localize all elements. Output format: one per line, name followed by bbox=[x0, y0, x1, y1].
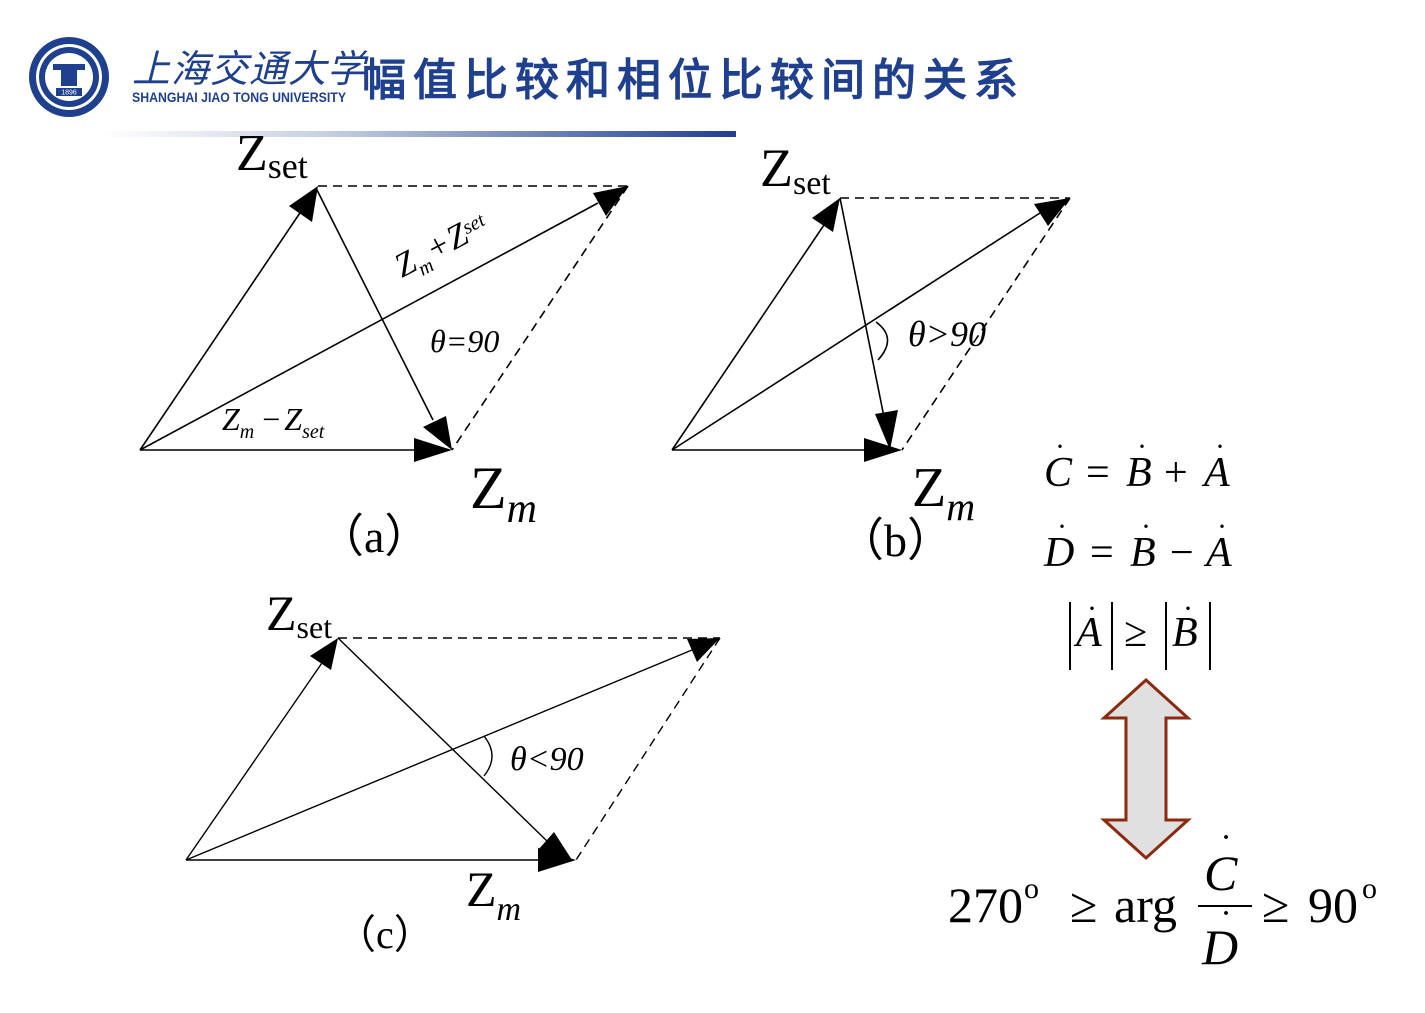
equations: C · = B · + A · D · = B · − A · A · ≥ bbox=[1043, 430, 1232, 670]
svg-text:·: · bbox=[1220, 819, 1231, 856]
svg-text:+: + bbox=[1164, 450, 1188, 496]
caption-a: （a） bbox=[318, 511, 430, 562]
svg-text:90: 90 bbox=[1308, 877, 1358, 933]
equation-d-diff: D · = B · − A · bbox=[1043, 510, 1232, 576]
svg-text:D: D bbox=[1201, 919, 1238, 975]
theta-label-b: θ>90 bbox=[908, 314, 986, 354]
svg-text:B: B bbox=[1172, 610, 1198, 656]
arrowhead bbox=[538, 848, 576, 872]
arrowhead bbox=[289, 186, 318, 222]
svg-text:C: C bbox=[1204, 845, 1238, 901]
slide-title: 幅值比较和相位比较间的关系 bbox=[362, 55, 1025, 106]
zm-label-c: Z bbox=[466, 861, 497, 917]
equation-magnitude: A · ≥ B · bbox=[1069, 592, 1211, 670]
svg-text:arg: arg bbox=[1114, 877, 1177, 933]
phase-criterion: 270 o ≥ arg C · D · ≥ 90 o bbox=[948, 819, 1377, 975]
equation-c-sum: C · = B · + A · bbox=[1044, 430, 1230, 496]
svg-text:Zset: Zset bbox=[266, 585, 332, 645]
svg-text:·: · bbox=[1055, 430, 1065, 463]
arrowhead bbox=[414, 438, 452, 462]
diagram-a bbox=[139, 185, 629, 462]
svg-text:=: = bbox=[1090, 530, 1114, 576]
arrowhead bbox=[864, 438, 902, 462]
arrowhead bbox=[1034, 198, 1070, 226]
svg-text:Zm: Zm bbox=[912, 457, 975, 529]
svg-text:B: B bbox=[1130, 530, 1156, 576]
diagram-c bbox=[185, 637, 721, 872]
university-name-en: SHANGHAI JIAO TONG UNIVERSITY bbox=[132, 89, 347, 105]
svg-text:·: · bbox=[1137, 430, 1147, 463]
svg-text:B: B bbox=[1126, 450, 1152, 496]
zset-label-a: Z bbox=[236, 125, 268, 182]
svg-text:270: 270 bbox=[948, 877, 1023, 933]
svg-text:A: A bbox=[1201, 450, 1230, 496]
diagram-b bbox=[671, 197, 1071, 462]
sum-label-a: Zm+Zset bbox=[388, 205, 496, 289]
svg-text:=: = bbox=[1086, 450, 1110, 496]
logo-year: 1896 bbox=[61, 90, 77, 97]
svg-text:C: C bbox=[1044, 450, 1073, 496]
svg-text:·: · bbox=[1183, 592, 1193, 625]
arrowhead bbox=[310, 638, 338, 670]
zm-label-b: Z bbox=[912, 457, 946, 519]
svg-text:≥: ≥ bbox=[1262, 877, 1289, 933]
svg-text:A: A bbox=[1073, 610, 1102, 656]
arrowhead bbox=[423, 416, 452, 450]
svg-text:≥: ≥ bbox=[1124, 610, 1147, 656]
theta-label-a: θ=90 bbox=[430, 323, 499, 359]
university-logo: 1896 bbox=[29, 37, 109, 117]
zset-label-b: Z bbox=[760, 138, 793, 198]
zm-label-a: Z bbox=[470, 455, 507, 521]
svg-text:·: · bbox=[1087, 592, 1097, 625]
svg-text:Zset: Zset bbox=[760, 138, 831, 202]
arrowhead bbox=[593, 186, 628, 216]
zset-label-c: Z bbox=[266, 585, 297, 641]
svg-text:·: · bbox=[1215, 430, 1225, 463]
svg-text:Zm: Zm bbox=[466, 861, 521, 928]
svg-text:·: · bbox=[1057, 510, 1067, 543]
arrowhead bbox=[875, 410, 898, 450]
header-divider bbox=[100, 131, 736, 137]
caption-b: （b） bbox=[838, 515, 953, 566]
university-name-cn: 上海交通大学 bbox=[132, 47, 367, 91]
diff-label-a: Zm−Zset bbox=[222, 401, 325, 443]
svg-text:·: · bbox=[1217, 510, 1227, 543]
theta-label-c: θ<90 bbox=[510, 741, 584, 778]
svg-text:D: D bbox=[1043, 530, 1074, 576]
arrowhead bbox=[687, 638, 720, 662]
svg-text:A: A bbox=[1203, 530, 1232, 576]
svg-text:−: − bbox=[1170, 530, 1194, 576]
svg-text:Zm: Zm bbox=[470, 455, 537, 532]
arrowhead bbox=[812, 198, 840, 232]
svg-text:·: · bbox=[1220, 895, 1231, 932]
svg-text:·: · bbox=[1141, 510, 1151, 543]
svg-text:Zset: Zset bbox=[236, 125, 308, 186]
equivalence-double-arrow bbox=[1100, 677, 1192, 861]
svg-text:o: o bbox=[1362, 872, 1377, 905]
arrowhead bbox=[538, 832, 572, 860]
caption-c: （c） bbox=[336, 912, 434, 957]
svg-text:o: o bbox=[1024, 872, 1039, 905]
svg-text:≥: ≥ bbox=[1070, 877, 1097, 933]
